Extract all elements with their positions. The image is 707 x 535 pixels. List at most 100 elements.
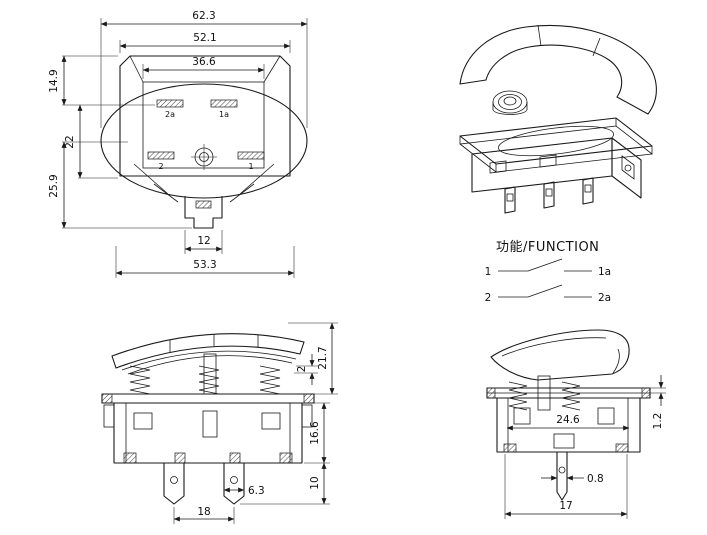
iso-flange-thickness bbox=[459, 118, 653, 173]
side-foot-right bbox=[615, 443, 629, 453]
top-view-mount-tab bbox=[184, 196, 223, 229]
circuit-label-2: 2 bbox=[485, 292, 492, 304]
side-terminal-pin bbox=[556, 452, 568, 501]
side-knob-end bbox=[612, 348, 620, 374]
terminal-slot-1 bbox=[237, 151, 265, 160]
front-contact-center bbox=[202, 410, 218, 438]
dim-text-front-pin-spacing: 18 bbox=[197, 506, 210, 518]
terminal-slot-2 bbox=[147, 151, 175, 160]
top-view-part: 2a 1a 2 1 bbox=[100, 55, 308, 229]
front-view-dimensions: 21.7 16.6 10 2 6.3 bbox=[173, 322, 338, 524]
dim-text-side-lip: 1.2 bbox=[652, 413, 664, 430]
terminal-label-1a: 1a bbox=[219, 110, 229, 119]
top-view-bezel bbox=[100, 83, 308, 199]
dim-text-side-pin-thickness: 0.8 bbox=[587, 473, 604, 485]
front-rocker-skirt-2 bbox=[127, 355, 293, 375]
terminal-label-2: 2 bbox=[158, 162, 163, 171]
dim-front-pin-height: 10 bbox=[309, 462, 327, 505]
iso-body-window-1 bbox=[489, 160, 507, 174]
dim-side-lip: 1.2 bbox=[650, 375, 666, 429]
side-view-dimensions: 24.6 1.2 0.8 17 bbox=[504, 375, 666, 519]
dim-text-overall-width: 62.3 bbox=[192, 10, 215, 22]
iso-pivot-cap bbox=[492, 90, 528, 115]
dim-text-lower-height: 25.9 bbox=[48, 174, 60, 197]
dim-text-front-body-height: 16.6 bbox=[309, 421, 321, 445]
top-view: 2a 1a 2 1 62.3 52.1 bbox=[48, 10, 308, 278]
terminal-slot-1a bbox=[210, 99, 238, 108]
iso-side-latch bbox=[621, 155, 635, 180]
dim-body-width: 52.1 bbox=[119, 32, 291, 53]
side-contact-center bbox=[553, 433, 575, 449]
dim-text-tab-width: 12 bbox=[197, 235, 210, 247]
top-view-dimensions: 62.3 52.1 36.6 14.9 bbox=[48, 10, 308, 278]
side-view: 24.6 1.2 0.8 17 bbox=[486, 329, 666, 519]
iso-body-front-face bbox=[471, 137, 613, 193]
circuit-row-2: 2 2a bbox=[485, 284, 611, 304]
isometric-view bbox=[459, 24, 657, 214]
top-view-ribs bbox=[133, 163, 275, 203]
front-lug-right bbox=[301, 404, 313, 428]
circuit-row-1: 1 1a bbox=[485, 258, 611, 278]
front-bezel-cap-left bbox=[101, 393, 113, 404]
iso-bezel-opening bbox=[498, 125, 614, 157]
side-foot-left bbox=[503, 443, 517, 453]
front-contact-left bbox=[133, 412, 153, 430]
front-body bbox=[113, 402, 303, 464]
side-bezel-cap-right bbox=[641, 387, 651, 399]
circuit-label-1: 1 bbox=[485, 266, 492, 278]
iso-latch-hole bbox=[624, 164, 632, 172]
top-view-body-plate bbox=[119, 55, 291, 177]
front-view-part bbox=[101, 333, 315, 505]
iso-rocker-seam-2 bbox=[592, 37, 601, 57]
side-contact-right bbox=[597, 407, 615, 425]
top-view-terminals: 2a 1a 2 1 bbox=[147, 99, 265, 171]
terminal-slot-2a bbox=[156, 99, 184, 108]
side-view-part bbox=[486, 329, 651, 501]
front-rocker-skirt-1 bbox=[121, 350, 297, 371]
circuit-blade-1 bbox=[527, 258, 563, 272]
top-view-corner-line-right bbox=[263, 55, 281, 83]
side-springs bbox=[508, 381, 581, 411]
front-springs bbox=[129, 365, 281, 395]
function-title: 功能/FUNCTION bbox=[496, 240, 600, 255]
dim-text-body-width: 52.1 bbox=[193, 32, 216, 44]
side-knob-contour bbox=[501, 337, 607, 357]
side-body bbox=[496, 397, 641, 453]
front-contact-right bbox=[261, 412, 281, 430]
dim-side-pin-thickness: 0.8 bbox=[541, 473, 604, 485]
dim-text-side-inner-width: 24.6 bbox=[556, 414, 580, 426]
dim-front-body-height: 16.6 bbox=[309, 402, 327, 464]
front-view: 21.7 16.6 10 2 6.3 bbox=[101, 322, 338, 524]
top-view-corner-line-left bbox=[129, 55, 144, 83]
side-bezel-cap-left bbox=[486, 387, 496, 399]
dim-front-upper-height: 21.7 bbox=[317, 322, 335, 395]
dim-lower-height: 25.9 bbox=[48, 141, 192, 229]
top-view-inner-frame bbox=[142, 81, 265, 169]
dim-overall-width: 62.3 bbox=[100, 10, 308, 128]
dim-inner-width: 36.6 bbox=[142, 56, 265, 79]
front-lug-left bbox=[103, 404, 115, 428]
dim-front-pin-width: 6.3 bbox=[223, 485, 265, 497]
dim-mid-height: 22 bbox=[64, 104, 118, 179]
dim-upper-height: 14.9 bbox=[48, 55, 155, 106]
dim-text-front-pin-width: 6.3 bbox=[248, 485, 265, 497]
front-bezel-cap-right bbox=[303, 393, 315, 404]
circuit-label-2a: 2a bbox=[598, 292, 611, 304]
dim-side-bottom-width: 17 bbox=[504, 454, 628, 519]
dim-text-inner-width: 36.6 bbox=[192, 56, 216, 68]
iso-body-side-face bbox=[611, 137, 642, 199]
terminal-label-2a: 2a bbox=[165, 110, 175, 119]
dim-text-side-bottom-width: 17 bbox=[559, 500, 572, 512]
dim-front-pin-spacing: 18 bbox=[173, 506, 235, 524]
iso-body-window-2 bbox=[539, 154, 557, 168]
dim-text-upper-height: 14.9 bbox=[48, 69, 60, 92]
top-view-tab-slot bbox=[195, 200, 212, 209]
iso-rocker bbox=[459, 24, 657, 115]
front-rocker-seams bbox=[169, 334, 259, 352]
dim-text-front-upper-height: 21.7 bbox=[317, 346, 329, 369]
circuit-diagram: 1 1a 2 2a bbox=[485, 258, 611, 304]
iso-terminals bbox=[504, 177, 594, 214]
dim-tab-width: 12 bbox=[184, 230, 223, 254]
dim-front-gap: 2 bbox=[294, 354, 318, 385]
